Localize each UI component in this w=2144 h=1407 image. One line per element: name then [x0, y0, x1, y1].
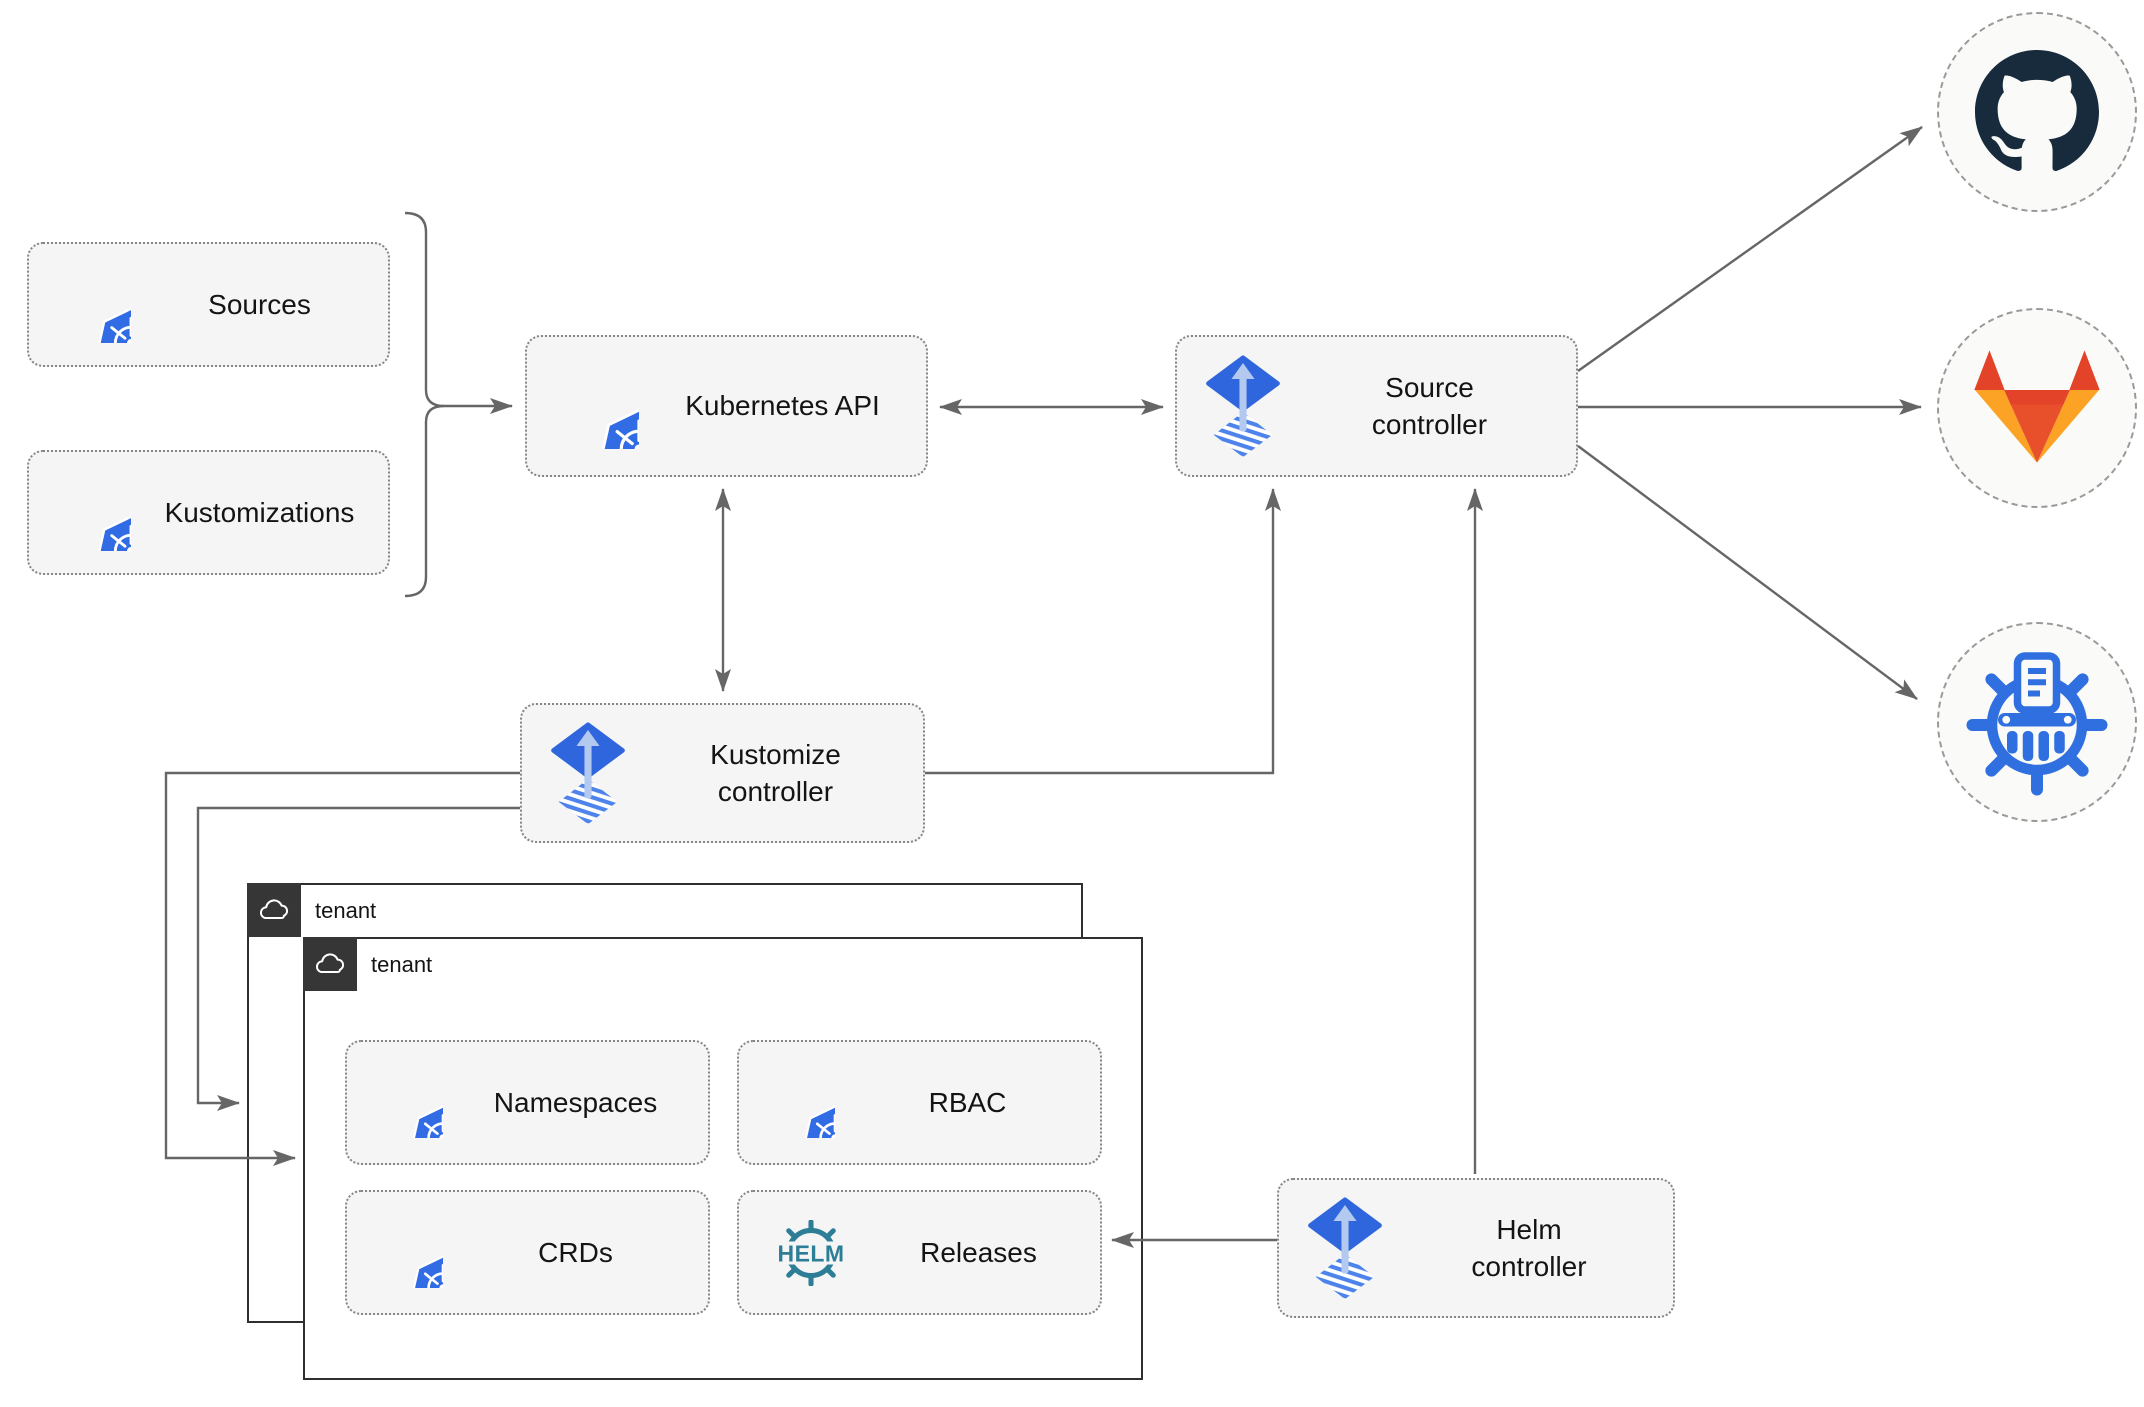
node-label: CRDs: [538, 1236, 613, 1268]
github-icon: [1975, 50, 2099, 174]
arrow-source-to-github: [1577, 126, 1923, 372]
node-oci-registry: [1937, 622, 2137, 822]
node-label-line1: Source: [1385, 372, 1474, 403]
tenant-label: tenant: [315, 898, 377, 923]
kubernetes-icon: [55, 475, 131, 551]
node-kustomizations: Kustomizations: [27, 450, 390, 575]
node-label-line2: controller: [717, 776, 834, 807]
bracket-bottom: [404, 404, 445, 598]
node-label: Kustomizations: [164, 496, 355, 528]
cloud-icon: [257, 898, 291, 922]
kubernetes-icon: [55, 267, 131, 343]
node-label: Kubernetes API: [685, 390, 880, 421]
node-sources: Sources: [27, 242, 390, 367]
node-rbac: RBAC: [737, 1040, 1102, 1165]
node-github: [1937, 12, 2137, 212]
node-source-controller: Source controller: [1175, 335, 1578, 477]
chartmuseum-icon: [1962, 647, 2112, 797]
node-namespaces: Namespaces: [345, 1040, 710, 1165]
node-label: RBAC: [928, 1086, 1007, 1118]
node-kubernetes-api: Kubernetes API: [525, 335, 928, 477]
node-label: Releases: [920, 1236, 1037, 1268]
tenant-tab: [303, 937, 357, 991]
helm-icon: HELM: [776, 1219, 846, 1286]
node-label: Kustomize controller: [628, 736, 923, 810]
flux-icon: [548, 722, 628, 825]
node-label-line2: controller: [1371, 409, 1488, 440]
node-label: Helm controller: [1385, 1211, 1673, 1285]
kubernetes-icon: [553, 363, 639, 449]
arrow-source-to-registry: [1577, 445, 1918, 700]
bracket-top: [404, 211, 445, 408]
node-label-line1: Helm: [1496, 1214, 1562, 1245]
node-label: Source controller: [1283, 369, 1576, 443]
node-label-line2: controller: [1471, 1251, 1587, 1282]
flux-icon: [1305, 1197, 1385, 1300]
kubernetes-icon: [373, 1218, 443, 1288]
node-helm-controller: Helm controller: [1277, 1178, 1675, 1318]
node-gitlab: [1937, 308, 2137, 508]
helm-wordmark: HELM: [778, 1240, 845, 1266]
node-kustomize-controller: Kustomize controller: [520, 703, 925, 843]
tenant-tab: [247, 883, 301, 937]
kubernetes-icon: [765, 1068, 835, 1138]
kubernetes-icon: [373, 1068, 443, 1138]
node-crds: CRDs: [345, 1190, 710, 1315]
cloud-icon: [313, 952, 347, 976]
node-label-line1: Kustomize: [710, 739, 841, 770]
gitlab-icon: [1971, 349, 2103, 468]
flux-icon: [1203, 355, 1283, 458]
arrow-kustomize-to-source: [925, 488, 1281, 775]
node-label: Namespaces: [493, 1086, 658, 1118]
node-label: Sources: [208, 288, 311, 320]
node-releases: HELM Releases: [737, 1190, 1102, 1315]
tenant-label: tenant: [371, 952, 433, 977]
